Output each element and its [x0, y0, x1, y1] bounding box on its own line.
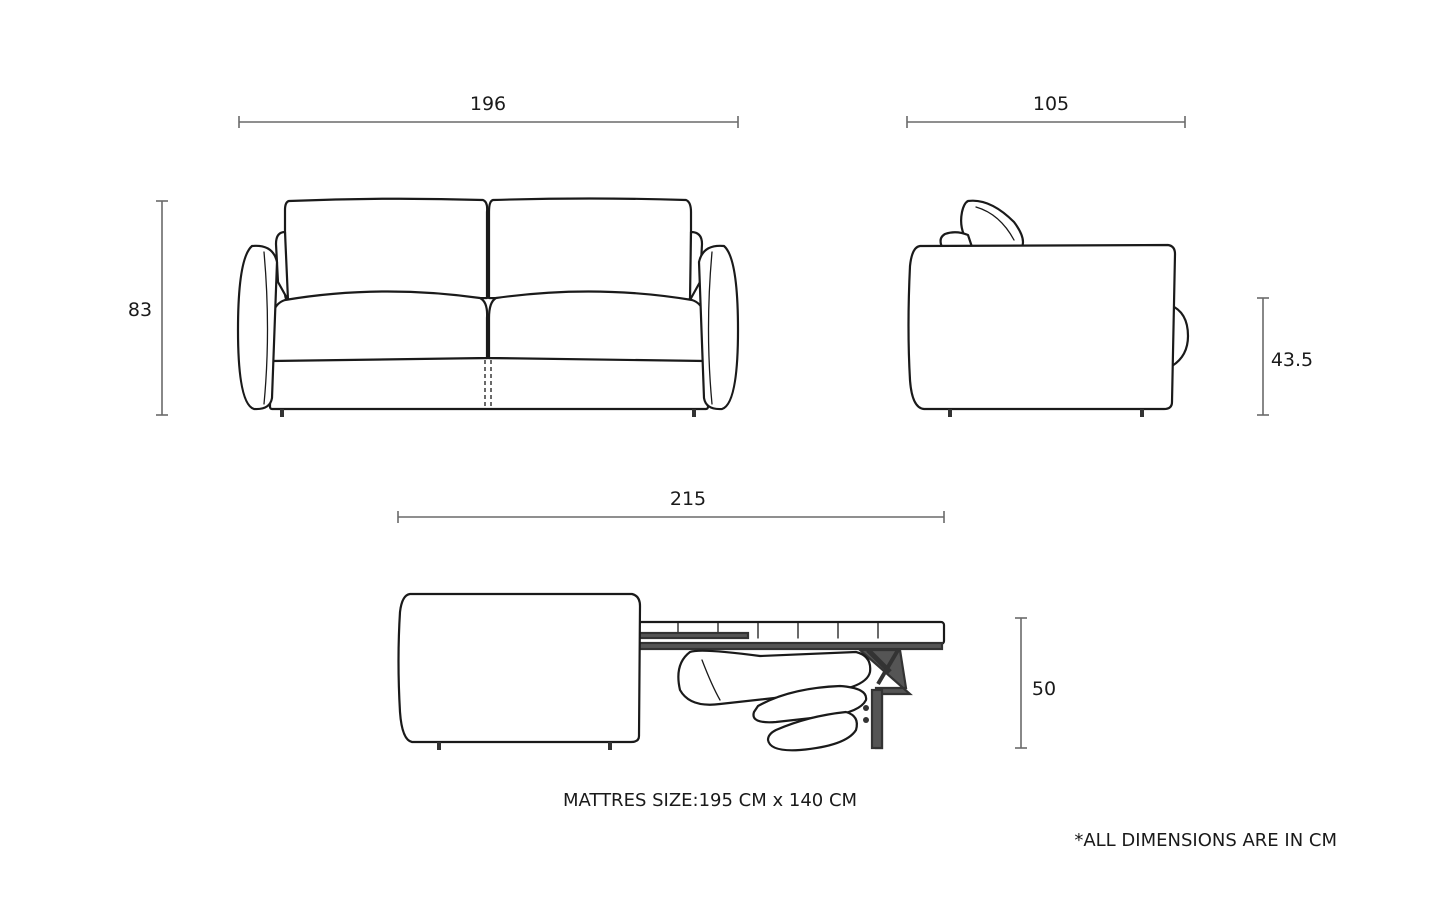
arm-right: [697, 244, 740, 411]
dimension-side-depth: 105: [906, 93, 1186, 128]
back-cushion-left: [283, 197, 489, 303]
units-note: *ALL DIMENSIONS ARE IN CM: [1074, 830, 1337, 851]
sofa-front-view: [236, 197, 740, 417]
seat-cushion-right: [487, 290, 708, 363]
sofa-side-view: [907, 199, 1190, 417]
sofa-bed-open-view: [397, 592, 946, 752]
dimension-bed-length: 215: [397, 488, 945, 523]
folded-cushion-3: [766, 710, 858, 752]
dimension-front-height: 83: [128, 200, 168, 416]
side-depth-label: 105: [1033, 93, 1069, 115]
dimension-seat-height: 43.5: [1257, 297, 1313, 416]
arm-left: [236, 244, 279, 411]
bed-length-label: 215: [670, 488, 706, 510]
seat-cushion-left: [268, 290, 489, 363]
front-height-label: 83: [128, 299, 152, 321]
front-width-label: 196: [470, 93, 506, 115]
seat-height-label: 43.5: [1271, 349, 1313, 371]
side-body: [907, 243, 1177, 411]
mattress-size-note: MATTRES SIZE:195 CM x 140 CM: [563, 790, 857, 811]
bed-height-label: 50: [1032, 678, 1056, 700]
dimension-front-width: 196: [238, 93, 739, 128]
bed-sofa-body: [397, 592, 642, 744]
dimension-bed-height: 50: [1015, 617, 1056, 749]
back-cushion-right: [487, 197, 693, 303]
sofa-base: [268, 356, 710, 411]
